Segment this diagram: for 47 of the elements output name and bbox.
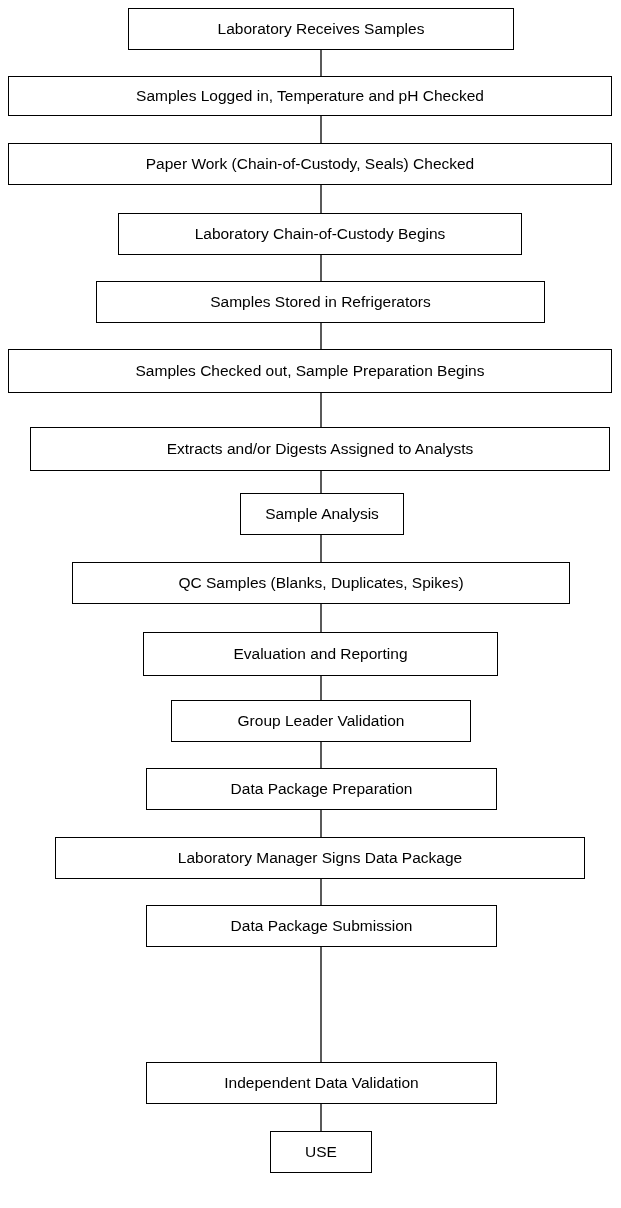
connector-line <box>320 946 322 1063</box>
box-label: Sample Analysis <box>265 505 379 523</box>
process-box <box>96 281 545 323</box>
box-label: Samples Logged in, Temperature and pH Checked <box>136 87 484 105</box>
process-box <box>171 700 471 742</box>
connector-line <box>320 470 322 494</box>
box-label: Independent Data Validation <box>224 1074 419 1092</box>
connector-line <box>320 878 322 906</box>
process-box <box>270 1131 372 1173</box>
process-box <box>8 143 612 185</box>
connector-line <box>320 1103 322 1132</box>
box-label: Paper Work (Chain-of-Custody, Seals) Checked <box>145 155 475 173</box>
connector-line <box>320 675 322 701</box>
process-box <box>55 837 585 879</box>
process-box <box>72 562 570 604</box>
process-box <box>146 1062 497 1104</box>
process-box <box>8 349 612 393</box>
box-label: Data Package Preparation <box>230 780 413 798</box>
process-box <box>128 8 514 50</box>
connector-line <box>320 254 322 282</box>
process-box <box>30 427 610 471</box>
connector-line <box>320 49 322 77</box>
box-label: Laboratory Manager Signs Data Package <box>177 849 463 867</box>
connector-line <box>320 392 322 428</box>
connector-line <box>320 603 322 633</box>
connector-line <box>320 184 322 214</box>
box-label: QC Samples (Blanks, Duplicates, Spikes) <box>178 574 464 592</box>
connector-line <box>320 115 322 144</box>
connector-line <box>320 809 322 838</box>
connector-line <box>320 534 322 563</box>
box-label: Group Leader Validation <box>237 712 405 730</box>
connector-line <box>320 741 322 769</box>
box-label: Extracts and/or Digests Assigned to Analysts <box>166 440 474 458</box>
process-box <box>8 76 612 116</box>
box-label: USE <box>305 1143 337 1161</box>
box-label: Samples Checked out, Sample Preparation Begins <box>135 362 485 380</box>
box-label: Data Package Submission <box>230 917 413 935</box>
process-box <box>146 768 497 810</box>
process-box <box>118 213 522 255</box>
process-box <box>240 493 404 535</box>
process-box <box>146 905 497 947</box>
connector-line <box>320 322 322 350</box>
box-label: Evaluation and Reporting <box>233 645 408 663</box>
box-label: Laboratory Receives Samples <box>217 20 425 38</box>
box-label: Laboratory Chain-of-Custody Begins <box>194 225 446 243</box>
box-label: Samples Stored in Refrigerators <box>210 293 431 311</box>
process-box <box>143 632 498 676</box>
